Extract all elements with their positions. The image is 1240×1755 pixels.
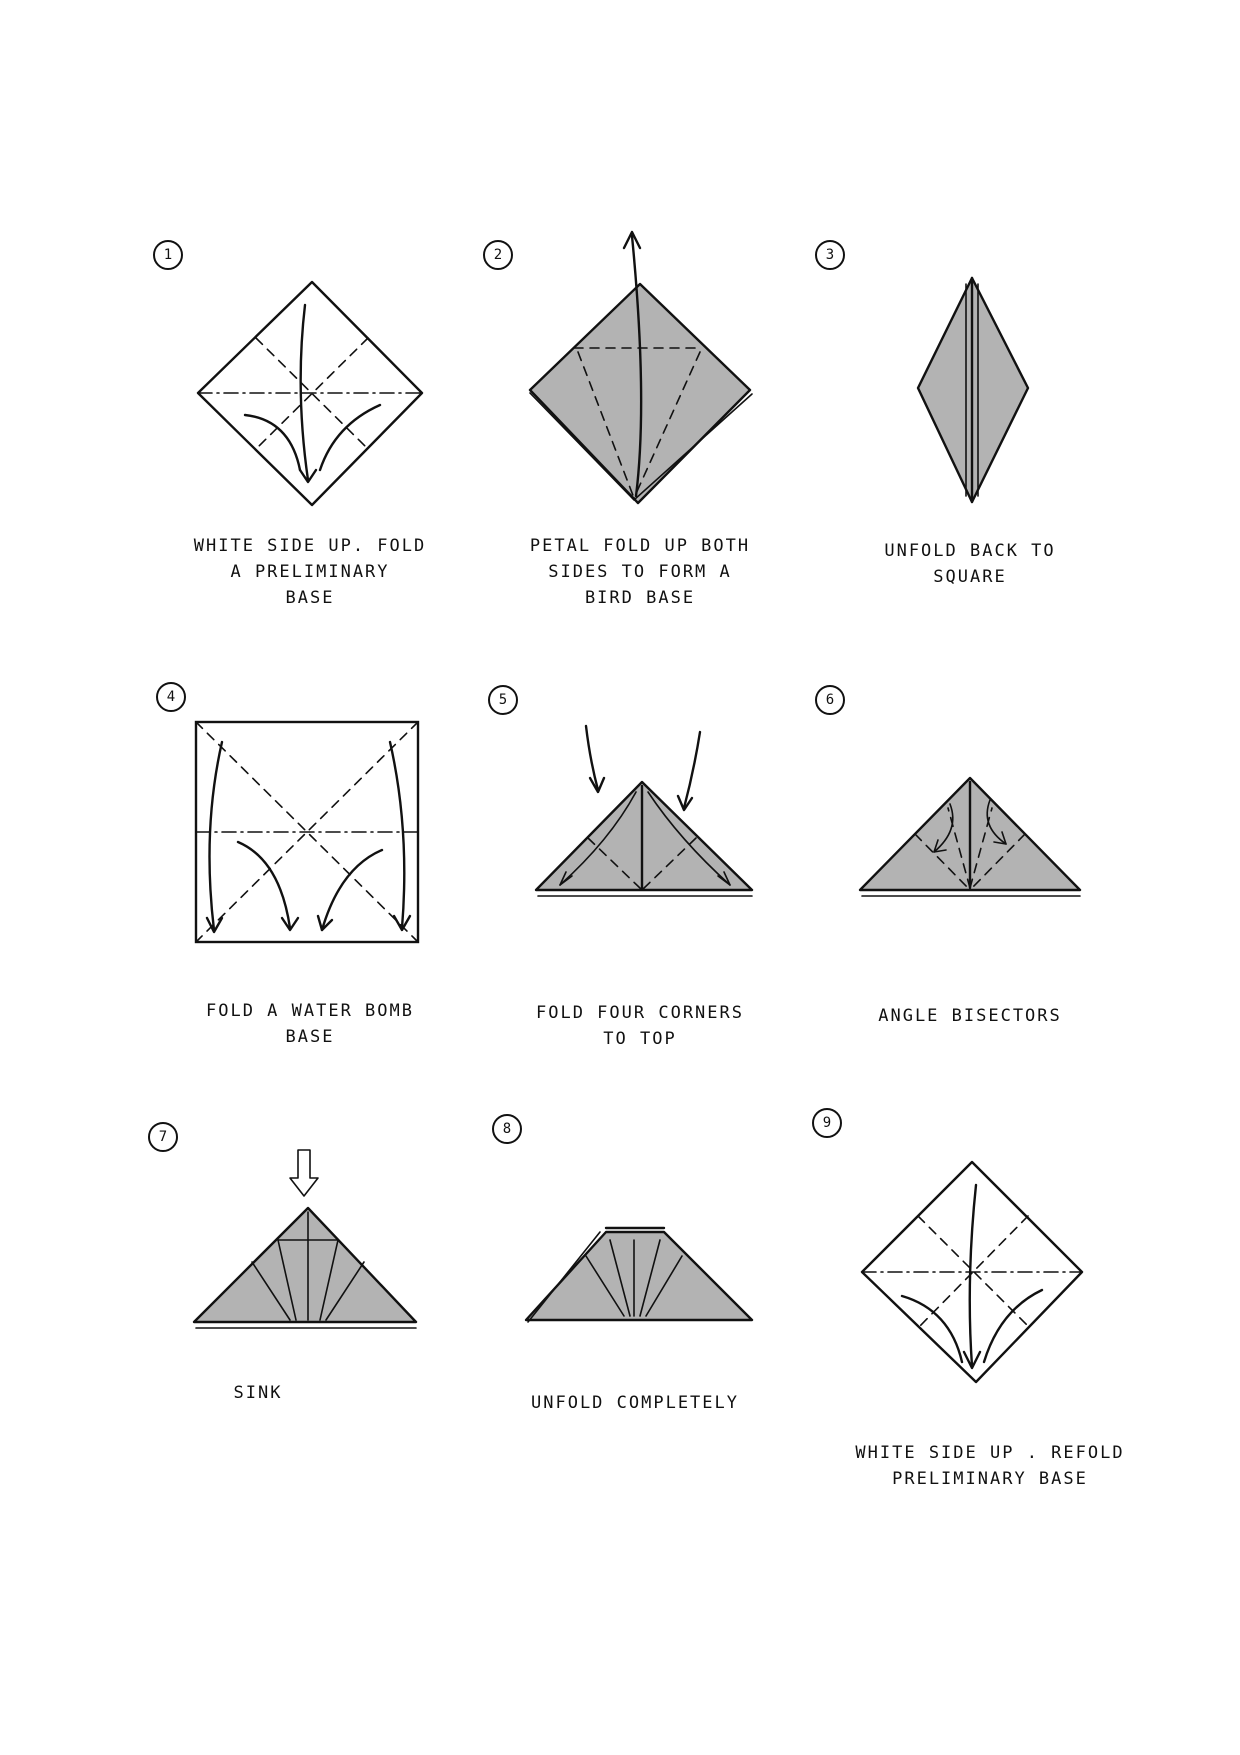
step-3-caption: UNFOLD BACK TO SQUARE	[884, 541, 1056, 587]
step-7-number: 7	[148, 1122, 178, 1152]
step-4-number: 4	[156, 682, 186, 712]
step-8-number: 8	[492, 1114, 522, 1144]
step-9-number: 9	[812, 1108, 842, 1138]
step-5-number: 5	[488, 685, 518, 715]
step-2-caption: PETAL FOLD UP BOTH SIDES TO FORM A BIRD …	[529, 536, 751, 608]
step-1-number: 1	[153, 240, 183, 270]
step-1-caption: WHITE SIDE UP. FOLD A PRELIMINARY BASE	[193, 536, 427, 608]
step-8-caption: UNFOLD COMPLETELY	[531, 1393, 739, 1413]
step-3-number: 3	[815, 240, 845, 270]
step-6-caption: ANGLE BISECTORS	[878, 1006, 1062, 1026]
step-9-caption: WHITE SIDE UP . REFOLD PRELIMINARY BASE	[855, 1443, 1125, 1489]
step-2-number: 2	[483, 240, 513, 270]
step-6-number: 6	[815, 685, 845, 715]
step-5-caption: FOLD FOUR CORNERS TO TOP	[536, 1003, 744, 1049]
step-4-caption: FOLD A WATER BOMB BASE	[206, 1001, 414, 1047]
step-7-caption: SINK	[233, 1383, 283, 1403]
